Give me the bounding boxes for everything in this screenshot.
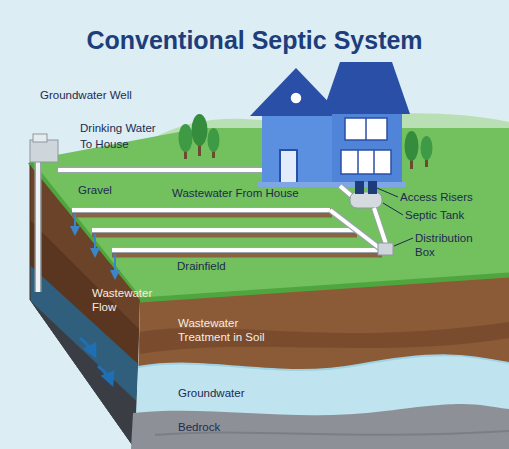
layer-label: Groundwater: [178, 386, 298, 400]
part-label: Access Risers: [400, 190, 473, 204]
block-edge: [30, 165, 31, 300]
outlet-pipe: [374, 208, 386, 244]
well-pipe: [35, 155, 42, 292]
leader-line: [383, 203, 403, 215]
part-label: Gravel: [78, 183, 112, 197]
layer-label: Wastewater Treatment in Soil: [178, 316, 278, 344]
house-door: [280, 150, 297, 184]
band-fill: [131, 404, 509, 449]
drain-pipe: [112, 247, 380, 253]
house-window: [345, 118, 387, 140]
house-window: [290, 92, 302, 104]
house-wall: [262, 110, 332, 185]
gravel-trench: [92, 229, 357, 238]
tree: [192, 114, 208, 146]
part-label: Groundwater Well: [40, 88, 132, 102]
diagram-title: Conventional Septic System: [0, 26, 509, 55]
flow-arrow: [80, 338, 95, 356]
house-window: [341, 150, 391, 174]
outlet-pipe: [374, 208, 386, 244]
water-pipe: [58, 167, 264, 174]
access-riser: [355, 181, 364, 194]
drain-pipe: [92, 228, 355, 232]
soil-layer-band: Bedrock: [125, 405, 509, 449]
part-label: Wastewater Flow: [92, 286, 162, 314]
soil-layer: [20, 150, 150, 449]
distribution-box: [378, 243, 393, 255]
well-head: [30, 140, 58, 162]
access-riser: [368, 181, 377, 194]
leader-line: [377, 188, 398, 197]
drain-pipe: [72, 207, 330, 213]
leader-line: [394, 238, 413, 246]
part-label: Septic Tank: [405, 208, 464, 222]
tree: [421, 136, 433, 160]
well-pipe: [36, 155, 40, 292]
drain-pipe: [92, 227, 355, 233]
layer-label: Bedrock: [178, 420, 278, 434]
gravel-trench: [72, 209, 332, 218]
band-texture: [140, 275, 509, 300]
band-texture: [138, 355, 509, 370]
seep-arrow: [74, 214, 76, 234]
window-bar: [373, 150, 375, 174]
water-pipe: [58, 168, 264, 172]
flow-arrow: [98, 366, 112, 384]
gravel-trench: [112, 249, 382, 258]
house-wall: [332, 110, 402, 182]
tree: [179, 124, 193, 152]
well-cap: [33, 134, 47, 142]
tree: [208, 128, 220, 152]
drain-pipe: [72, 208, 330, 212]
seep-arrow: [114, 254, 116, 278]
seep-arrow: [94, 234, 96, 256]
house-foundation: [258, 182, 406, 187]
tree: [405, 131, 419, 161]
left-soil-face: [20, 150, 150, 449]
part-label: Distribution Box: [415, 231, 487, 259]
bedrock-layer: [20, 291, 150, 449]
part-label: Drainfield: [177, 259, 226, 273]
window-bar: [365, 118, 367, 140]
drain-pipe: [112, 248, 380, 252]
septic-tank: [350, 192, 382, 208]
house-roof: [322, 62, 410, 114]
part-label: Drinking Water To House: [80, 120, 170, 152]
part-label: Wastewater From House: [172, 186, 299, 200]
window-bar: [357, 150, 359, 174]
